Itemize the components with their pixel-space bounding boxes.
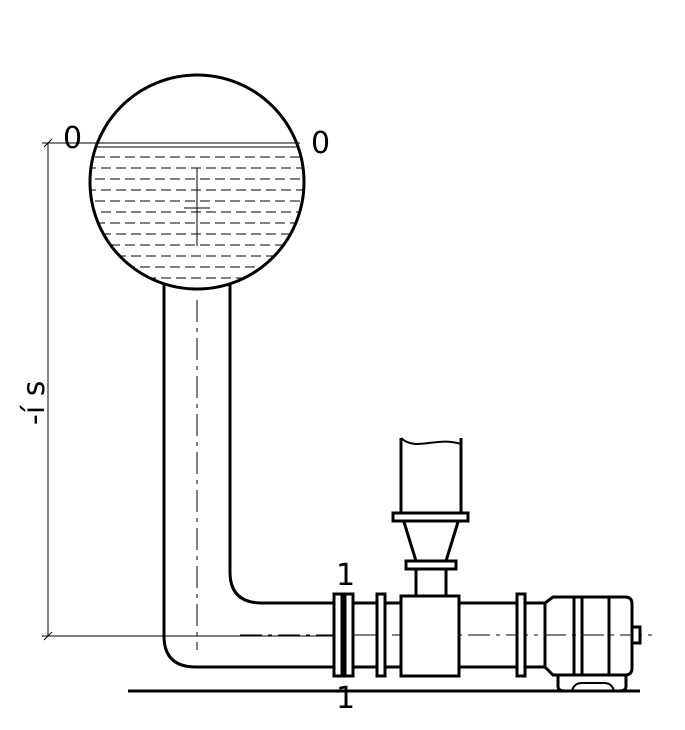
flange-2 xyxy=(375,592,387,678)
spherical-tank xyxy=(88,73,306,291)
flange-section-1 xyxy=(332,592,355,678)
pump-body xyxy=(399,594,461,678)
section-label-bottom: 1 xyxy=(336,681,355,716)
flange-3 xyxy=(515,592,527,678)
level-label-right: 0 xyxy=(311,126,330,161)
height-dimension-label: -í s xyxy=(17,381,52,425)
section-label-top: 1 xyxy=(336,558,355,593)
motor xyxy=(543,595,642,693)
discharge-assembly xyxy=(391,437,470,598)
level-label-left: 0 xyxy=(63,121,82,156)
liquid-fill xyxy=(91,146,303,279)
height-dimension xyxy=(42,138,340,641)
